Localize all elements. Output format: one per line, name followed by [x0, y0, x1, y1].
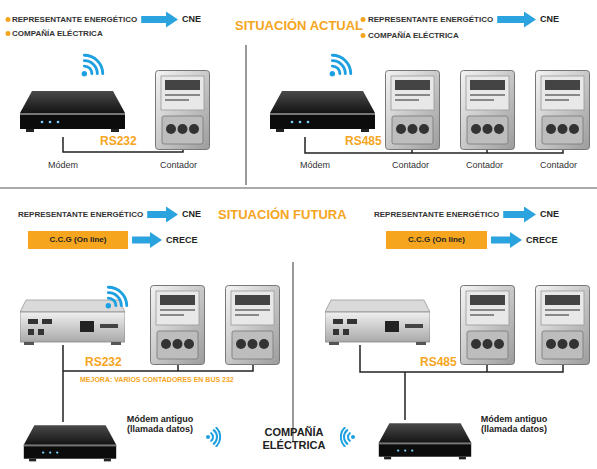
bullet-text: COMPAÑÍA ELÉCTRICA	[368, 31, 459, 40]
node-text: CNE	[540, 14, 559, 24]
node-text: CRECE	[166, 235, 198, 245]
process-box: C.C.G (On line)	[386, 231, 487, 249]
bullet-text: COMPAÑÍA ELÉCTRICA	[12, 29, 103, 38]
device-name: Módem	[300, 160, 330, 170]
node-text: C.C.G (On line)	[28, 231, 128, 249]
device-name: Contador	[466, 160, 503, 170]
meter-device	[536, 71, 590, 150]
flow-arrow	[491, 237, 510, 244]
node-text: REPRESENTANTE ENERGÉTICO	[12, 15, 137, 24]
target-text: CNE	[540, 209, 559, 219]
meter-device	[386, 71, 440, 150]
target-text: CNE	[182, 14, 201, 24]
wifi-symbol	[341, 428, 355, 446]
node-text: CRECE	[526, 235, 558, 245]
meter-device	[461, 286, 515, 365]
meter-device	[156, 71, 210, 150]
bullet	[361, 33, 366, 38]
target-text: CNE	[540, 14, 559, 24]
minipc-device	[325, 300, 430, 345]
node-text: CNE	[182, 209, 201, 219]
flow-arrow	[503, 211, 524, 218]
bullet	[6, 31, 11, 36]
modem-device	[270, 91, 375, 132]
target-text: CNE	[182, 209, 201, 219]
device-name: Módem antiguo (llamada datos)	[478, 414, 550, 434]
device-name: Módem	[48, 160, 78, 170]
flow-arrow	[132, 237, 150, 244]
flow-arrow	[141, 16, 166, 23]
node-text: REPRESENTANTE ENERGÉTICO	[374, 210, 499, 219]
modem-device	[20, 91, 125, 132]
wifi-symbol	[206, 428, 220, 446]
bus-name: RS485	[345, 134, 382, 148]
flow-arrow	[497, 16, 524, 23]
node-text: CNE	[540, 209, 559, 219]
flow-arrow	[147, 211, 166, 218]
company-name: COMPAÑÍA ELÉCTRICA	[252, 426, 336, 452]
node-text: REPRESENTANTE ENERGÉTICO	[18, 210, 143, 219]
bus-name: RS232	[100, 134, 137, 148]
meter-device	[536, 286, 590, 365]
meter-device	[151, 286, 205, 365]
target-text: CRECE	[526, 235, 558, 245]
section-heading: SITUACIÓN ACTUAL	[235, 18, 363, 33]
section-heading: SITUACIÓN FUTURA	[218, 207, 347, 222]
wifi-symbol	[330, 55, 351, 76]
device-name: Módem antiguo (llamada datos)	[124, 414, 196, 434]
divider-line	[245, 45, 247, 185]
process-box: C.C.G (On line)	[28, 231, 128, 249]
meter-device	[461, 71, 515, 150]
modem-device	[24, 425, 116, 461]
wifi-symbol	[106, 287, 127, 308]
modem-device	[379, 423, 471, 459]
device-name: Contador	[540, 160, 577, 170]
party-text: REPRESENTANTE ENERGÉTICO	[368, 15, 493, 24]
node-text: REPRESENTANTE ENERGÉTICO	[368, 15, 493, 24]
note-text: MEJORA: VARIOS CONTADORES EN BUS 232	[80, 376, 234, 383]
node-text: CNE	[182, 14, 201, 24]
party-text: REPRESENTANTE ENERGÉTICO	[12, 15, 137, 24]
divider-line	[292, 262, 294, 442]
party-text: REPRESENTANTE ENERGÉTICO	[374, 210, 499, 219]
bullet	[6, 17, 11, 22]
bus-name: RS485	[420, 355, 457, 369]
target-text: CRECE	[166, 235, 198, 245]
divider-line	[0, 187, 597, 189]
wifi-symbol	[82, 55, 103, 76]
meter-device	[226, 286, 280, 365]
party-text: REPRESENTANTE ENERGÉTICO	[18, 210, 143, 219]
bus-name: RS232	[85, 355, 122, 369]
device-name: Contador	[160, 160, 197, 170]
device-name: Contador	[392, 160, 429, 170]
node-text: C.C.G (On line)	[386, 231, 487, 249]
